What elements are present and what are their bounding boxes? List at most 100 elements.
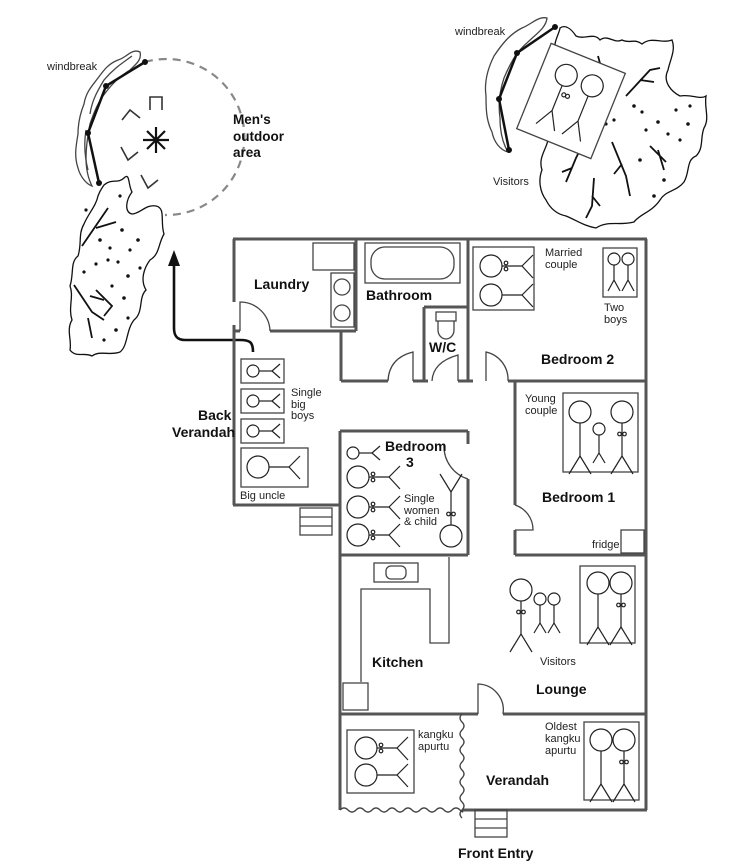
mens-area-label-2: outdoor: [233, 129, 285, 144]
bathtub: [364, 242, 461, 284]
laundry-door[interactable]: [239, 301, 271, 332]
kitchen-bench: [360, 557, 450, 682]
single-big-boys-label: Single: [291, 387, 322, 399]
visitors-outdoor-area: windbreak Visitors: [454, 17, 708, 229]
bathroom-label: Bathroom: [366, 287, 432, 303]
two-boys-label: Two: [604, 302, 624, 314]
verandah-open-edge: [339, 807, 464, 813]
oldest-kangku-apurtu-label: Oldest: [545, 721, 577, 733]
married-woman: [479, 254, 534, 279]
single-boy-bed: [240, 418, 285, 444]
bedroom1-door[interactable]: [514, 504, 534, 531]
single-boy: [246, 423, 281, 439]
windbreak-label-left: windbreak: [46, 61, 98, 73]
back-verandah-label-2: Verandah: [172, 424, 235, 440]
visitor-woman: [609, 571, 633, 646]
bedroom3-label-number: 3: [406, 454, 414, 470]
boy: [607, 252, 621, 292]
stove: [373, 562, 419, 583]
post-marker: [552, 24, 558, 30]
front-door[interactable]: [477, 683, 504, 715]
bathroom-door[interactable]: [387, 351, 414, 382]
young-woman: [610, 400, 634, 475]
kitchen-cupboard: [342, 682, 369, 711]
single-women-label: Single: [404, 493, 435, 505]
single-women-label-3: & child: [404, 516, 437, 528]
single-woman: [346, 465, 401, 490]
occupant-labels: Married couple Two boys Single big boys …: [240, 247, 628, 757]
campfire-icon: [143, 127, 169, 153]
path-arrow: [172, 262, 255, 353]
windbreak-label-right: windbreak: [454, 26, 506, 38]
young-couple-label: Young: [525, 393, 556, 405]
sleeping-swags: [120, 96, 163, 190]
post-marker: [85, 130, 91, 136]
kangku-apurtu-woman: [354, 736, 409, 761]
front-entry-label: Front Entry: [458, 845, 534, 861]
young-child: [592, 422, 606, 464]
post-marker: [103, 83, 109, 89]
verandah-screen-divider: [459, 713, 465, 819]
post-marker: [142, 59, 148, 65]
windbreak-bush-left: [75, 50, 142, 188]
tree-left: [68, 175, 165, 357]
laundry-label: Laundry: [254, 276, 309, 292]
young-couple-label-2: couple: [525, 405, 557, 417]
young-man: [568, 400, 592, 475]
doors: [239, 301, 534, 715]
fridge-label: fridge: [592, 539, 620, 551]
arrowhead-icon: [168, 250, 180, 266]
young-couple-bed: [562, 392, 639, 473]
visitor-child: [547, 592, 561, 634]
mens-outdoor-area: windbreak Men's outdoor area: [46, 50, 285, 217]
two-boys-bed: [602, 247, 638, 298]
post-marker: [506, 147, 512, 153]
mens-area-boundary: [144, 57, 246, 217]
laundry-bench: [312, 242, 355, 271]
bedroom2-label: Bedroom 2: [541, 351, 614, 367]
single-boy: [246, 363, 281, 379]
post-marker: [496, 96, 502, 102]
single-big-boys-label-2: big: [291, 399, 306, 411]
bedroom2-door[interactable]: [485, 351, 509, 382]
fridge: [620, 529, 645, 554]
back-steps: [299, 507, 333, 536]
verandah-label: Verandah: [486, 772, 549, 788]
child: [346, 445, 381, 461]
wc-door[interactable]: [431, 354, 459, 382]
kangku-apurtu-bed: [346, 729, 415, 794]
single-woman-standing: [439, 473, 463, 548]
wc-label: W/C: [429, 339, 456, 355]
single-boy: [246, 393, 281, 409]
kangku-apurtu-label-2: apurtu: [418, 741, 449, 753]
front-steps: [474, 809, 508, 838]
visitors-lounge-label: Visitors: [540, 656, 576, 668]
single-big-boys-label-3: boys: [291, 410, 315, 422]
single-women-label-2: women: [403, 505, 439, 517]
bedroom3-door[interactable]: [443, 444, 469, 480]
back-verandah-label: Back: [198, 407, 232, 423]
kangku-apurtu-label: kangku: [418, 729, 453, 741]
washing-machine: [330, 272, 355, 328]
bedroom3-label: Bedroom: [385, 438, 446, 454]
married-man: [479, 283, 534, 308]
two-boys-label-2: boys: [604, 314, 628, 326]
boy: [621, 252, 635, 292]
windbreak-posts-right: [497, 25, 556, 151]
single-boy-bed: [240, 358, 285, 384]
room-labels: Laundry Bathroom W/C Bedroom 2 Bedroom 1…: [172, 276, 615, 861]
big-uncle-label: Big uncle: [240, 490, 285, 502]
house-walls: [232, 237, 648, 812]
single-boy-bed: [240, 388, 285, 414]
big-uncle-bed: [240, 447, 309, 488]
single-woman: [346, 523, 401, 548]
visitor-man: [586, 571, 610, 646]
married-couple-bed: [472, 246, 535, 311]
kitchen-label: Kitchen: [372, 654, 423, 670]
lounge-label: Lounge: [536, 681, 587, 697]
oldest-woman: [612, 728, 636, 803]
windbreak-posts-left: [86, 60, 146, 184]
visitor-child: [533, 592, 547, 634]
post-marker: [96, 180, 102, 186]
